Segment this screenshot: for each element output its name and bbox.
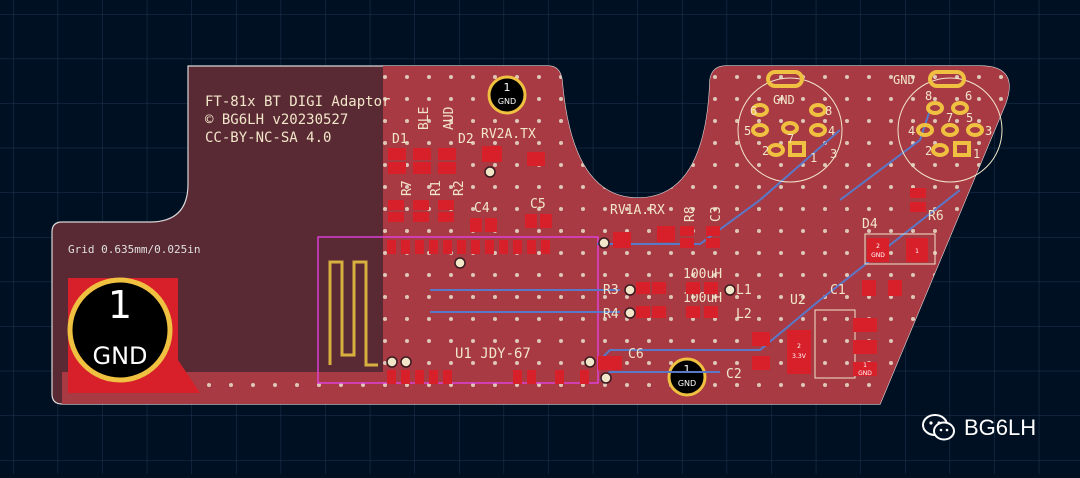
d4-label: D4 xyxy=(862,217,878,232)
mount-hole-number: 1 xyxy=(504,81,511,94)
rv1-label: RV1A.RX xyxy=(610,203,665,218)
gnd-pad-net: GND xyxy=(92,342,147,370)
u2-pin2-net: 3.3V xyxy=(792,353,807,360)
traces xyxy=(430,109,961,381)
passive-pads xyxy=(388,146,926,370)
grid-label: Grid 0.635mm/0.025in xyxy=(68,243,200,256)
c4-label: C4 xyxy=(474,201,490,216)
pcb-antenna xyxy=(328,260,378,367)
conn-right-pin-7: 7 xyxy=(946,111,953,125)
conn-left-pin-2: 2 xyxy=(762,144,769,158)
r4-label: R4 xyxy=(603,307,619,322)
conn-right-pin-6: 6 xyxy=(965,89,972,103)
conn-left-pin-5: 5 xyxy=(744,124,751,138)
c2-label: C2 xyxy=(726,367,742,382)
d4-diode[interactable]: 2 GND 1 xyxy=(864,233,936,265)
c6-label: C6 xyxy=(628,347,644,362)
conn-left-pin-1: 1 xyxy=(810,151,817,165)
u2-regulator[interactable]: 2 3.3V 1 GND xyxy=(787,309,877,379)
conn-right-pin-8: 8 xyxy=(925,89,932,103)
watermark: BG6LH xyxy=(922,414,1036,442)
c5-label: C5 xyxy=(530,197,546,212)
din-connector-left[interactable]: GND 6 8 7 5 4 3 2 1 xyxy=(737,70,843,183)
board-title: FT-81x BT DIGI Adaptor © BG6LH v20230527… xyxy=(205,94,390,146)
rv2-label: RV2A.TX xyxy=(481,127,536,142)
c1-label: C1 xyxy=(830,283,846,298)
title-line-1: FT-81x BT DIGI Adaptor xyxy=(205,94,390,110)
conn-left-pin-7: 7 xyxy=(787,132,794,146)
title-line-2: © BG6LH v20230527 xyxy=(205,112,348,128)
r1-label: R1 xyxy=(429,180,444,196)
d4-pin1-number: 1 xyxy=(915,248,919,255)
l2-value: 100uH xyxy=(683,291,722,306)
conn-right-pin-5: 5 xyxy=(966,111,973,125)
conn-left-pin-8: 8 xyxy=(825,104,832,118)
mount-hole-number: 1 xyxy=(684,363,691,376)
mount-hole-net: GND xyxy=(678,379,696,388)
d4-pin2-number: 2 xyxy=(876,243,880,250)
title-line-3: CC-BY-NC-SA 4.0 xyxy=(205,130,331,146)
conn-right-pin-1: 1 xyxy=(973,147,980,161)
conn-left-pin-6: 6 xyxy=(750,104,757,118)
conn-left-gnd: GND xyxy=(773,93,795,107)
din-connector-right[interactable]: GND 8 6 7 4 5 3 2 1 xyxy=(893,70,1003,183)
u2-pin1-number: 1 xyxy=(863,362,867,369)
mount-hole-bottom[interactable]: 1 GND xyxy=(667,357,707,397)
conn-right-pin-2: 2 xyxy=(925,144,932,158)
wechat-icon xyxy=(922,414,955,441)
u2-label: U2 xyxy=(790,293,806,308)
gnd-pad-number: 1 xyxy=(108,283,132,327)
r2-label: R2 xyxy=(452,180,467,196)
r7-label: R7 xyxy=(400,180,415,196)
mount-hole-top[interactable]: 1 GND xyxy=(487,75,527,115)
antenna-keepout xyxy=(317,236,599,384)
r8-label: R8 xyxy=(683,206,698,222)
conn-right-pin-4: 4 xyxy=(908,124,915,138)
r3-label: R3 xyxy=(603,283,619,298)
u1-module[interactable]: U1 JDY-67 xyxy=(387,240,589,384)
u2-pin2-number: 2 xyxy=(797,343,801,350)
c3-label: C3 xyxy=(709,206,724,222)
l1-value: 100uH xyxy=(683,267,722,282)
vias xyxy=(386,166,736,384)
aud-label: AUD xyxy=(442,106,457,130)
r6-label: R6 xyxy=(928,209,944,224)
conn-right-gnd: GND xyxy=(893,73,915,87)
u1-label: U1 JDY-67 xyxy=(455,346,531,362)
ble-label: BLE xyxy=(417,107,432,130)
gnd-test-pad[interactable]: 1 GND xyxy=(67,277,200,393)
watermark-text: BG6LH xyxy=(964,415,1037,440)
conn-right-pin-3: 3 xyxy=(985,124,992,138)
component-labels: D1 D2 BLE AUD RV2A.TX R7 R1 R2 C4 C5 RV1… xyxy=(392,106,944,382)
d2-label: D2 xyxy=(458,132,474,147)
u2-pin1-net: GND xyxy=(858,370,872,377)
mount-hole-net: GND xyxy=(498,97,516,106)
d4-pin2-net: GND xyxy=(871,252,885,259)
l2-label: L2 xyxy=(736,307,752,322)
conn-left-pin-3: 3 xyxy=(830,147,837,161)
l1-label: L1 xyxy=(736,283,752,298)
d1-label: D1 xyxy=(392,132,408,147)
conn-left-pin-4: 4 xyxy=(828,124,835,138)
